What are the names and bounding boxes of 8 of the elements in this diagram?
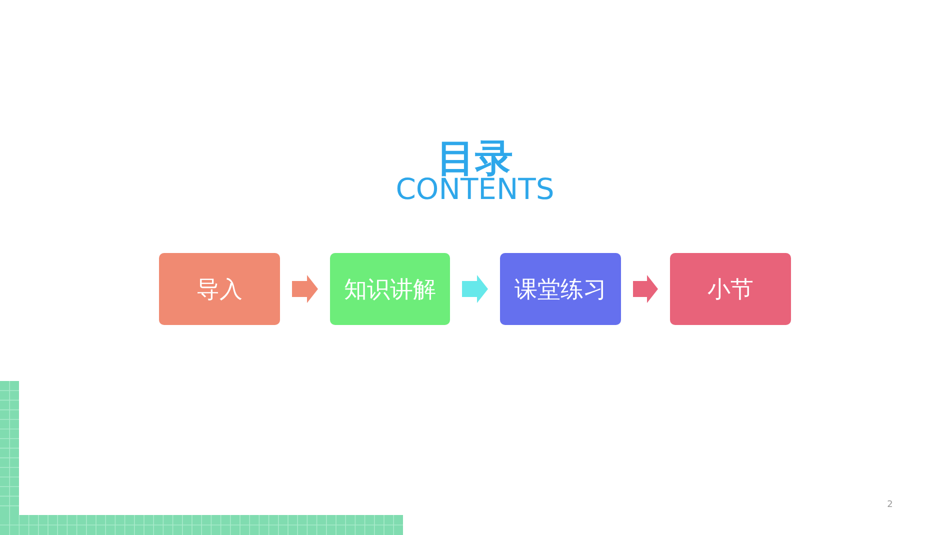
- block-arrow: [292, 275, 318, 303]
- block-arrow: [633, 275, 658, 303]
- process-box: 导入: [159, 253, 280, 325]
- process-box: 小节: [670, 253, 791, 325]
- process-box: 知识讲解: [330, 253, 450, 325]
- page-number: 2: [886, 499, 894, 511]
- process-box: 课堂练习: [500, 253, 621, 325]
- block-arrow: [462, 275, 488, 303]
